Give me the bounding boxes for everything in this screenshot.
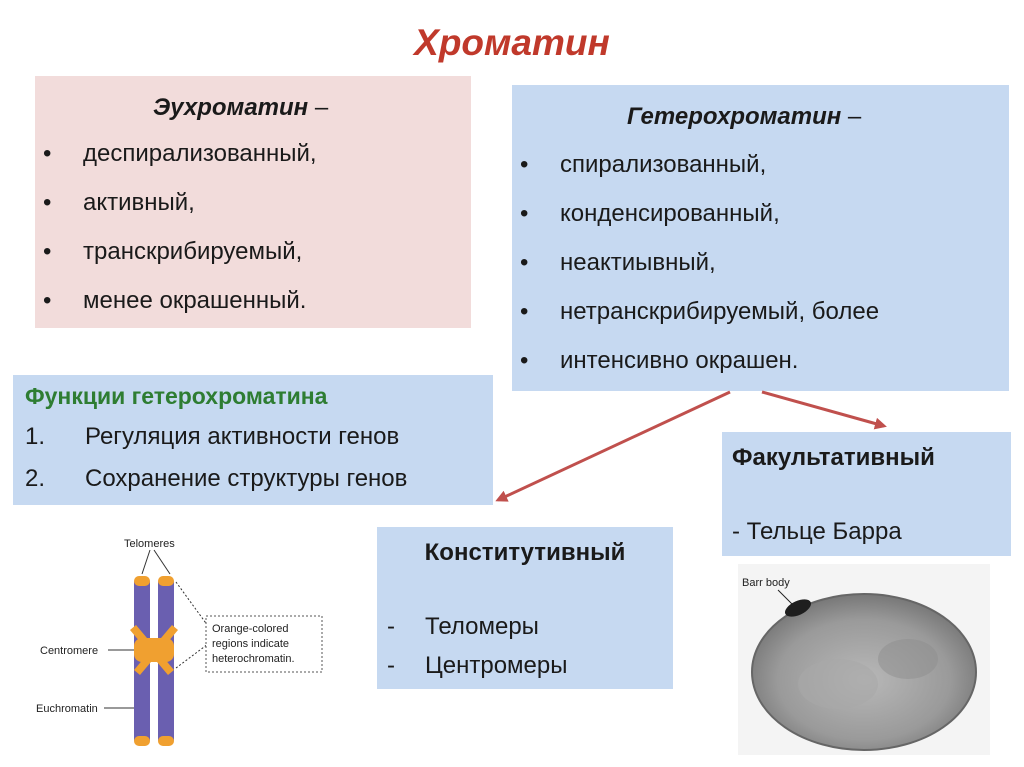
callout-text: heterochromatin. — [212, 653, 295, 665]
facultative-box: Факультативный - Тельце Барра — [722, 432, 1011, 556]
callout-pointer-line — [176, 582, 208, 626]
heterochromatin-band — [158, 576, 174, 586]
barr-body-micrograph: Barr body — [738, 564, 990, 755]
callout-pointer-line — [176, 644, 208, 668]
barr-body-label: Barr body — [742, 577, 790, 589]
callout-text: Orange-colored — [212, 623, 288, 635]
constitutive-heading: Конститутивный — [377, 539, 673, 567]
arrow-to-constitutive — [498, 392, 730, 500]
constitutive-box: Конститутивный - Теломеры - Центромеры — [377, 527, 673, 689]
heterochromatin-band — [134, 736, 150, 746]
callout-text: regions indicate — [212, 638, 289, 650]
centromere-label: Centromere — [40, 645, 98, 657]
list-item: - Тельце Барра — [732, 518, 902, 546]
facultative-heading: Факультативный — [732, 444, 935, 472]
heterochromatin-band — [158, 736, 174, 746]
facultative-list: - Тельце Барра — [732, 518, 902, 546]
list-text: Центромеры — [425, 652, 568, 691]
telomere-pointer-line — [142, 550, 150, 574]
chromosome-diagram: Telomeres Centromere Euchromatin Orange-… — [30, 530, 340, 760]
list-item: - Теломеры — [387, 613, 568, 652]
constitutive-list: - Теломеры - Центромеры — [387, 613, 568, 691]
list-dash: - — [387, 613, 425, 652]
list-item: - Центромеры — [387, 652, 568, 691]
centromere-band — [134, 638, 174, 662]
heterochromatin-band — [134, 576, 150, 586]
arrow-to-facultative — [762, 392, 884, 426]
nucleus-texture — [798, 659, 878, 709]
nucleus-texture — [878, 639, 938, 679]
euchromatin-label: Euchromatin — [36, 703, 98, 715]
telomere-pointer-line — [154, 550, 170, 574]
telomeres-label: Telomeres — [124, 538, 175, 550]
list-dash: - — [387, 652, 425, 691]
list-text: Теломеры — [425, 613, 539, 652]
